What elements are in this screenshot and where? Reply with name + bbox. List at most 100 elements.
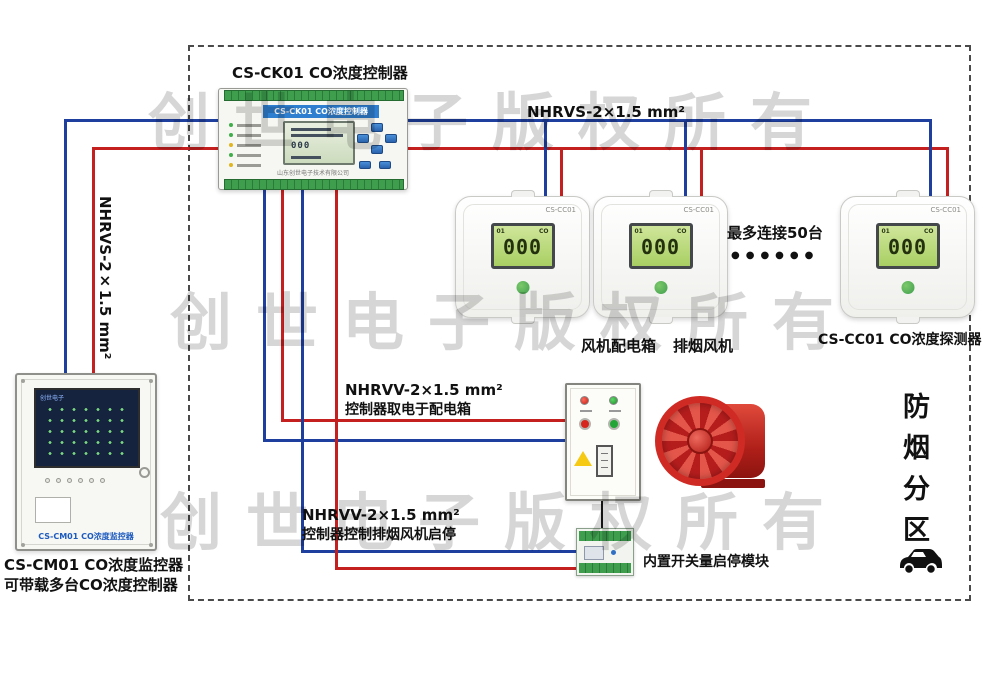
lcd-status-right: CO [538,228,549,235]
detector-model-label: CS-CC01 [930,206,961,214]
brand-logo-icon [516,281,529,294]
control-cable-label-line2: 控制器控制排烟风机启停 [302,527,456,543]
max-connect-label: 最多连接50台 [727,224,823,242]
controller-lcd-value: 000 [291,141,311,151]
wire-red-control-horizontal [335,567,578,570]
lcd-value: 000 [887,235,928,259]
module-terminal-bottom [579,563,631,573]
wire-red-drop-detector-3 [946,147,949,197]
wire-blue-drop-detector-3 [929,119,932,197]
co-detector-2: CS-CC01 01 CO 000 [593,190,728,324]
enter-button [379,161,391,169]
red-indicator-lamp [580,396,589,405]
mount-tab-icon [510,317,535,324]
monitor-caption-line1: CS-CM01 CO浓度监控器 [4,556,184,574]
wire-red-monitor-vertical [92,147,95,377]
wire-red-power-horizontal [281,419,567,422]
box-door [570,388,636,496]
detector-face-panel [463,204,582,310]
up-button [371,123,383,132]
controller-lcd: 000 [283,121,355,165]
down-button [371,145,383,154]
detector-face-panel [848,204,967,310]
module-terminal-top [579,531,631,541]
smoke-exhaust-fan [655,396,770,492]
fan-hub-icon [687,428,713,454]
detector-model-label: CS-CC01 [683,206,714,214]
manufacturer-label: 山东创世电子技术有限公司 [276,170,349,177]
detector-lcd: 01 CO 000 [875,223,940,269]
left-cable-label: NHRVS-2×1.5 mm² [96,196,114,360]
warning-triangle-icon [574,451,592,466]
detector-caption-label: CS-CC01 CO浓度探测器 [818,332,982,348]
wire-black-box-to-module [601,501,603,529]
screw-icon [21,379,25,383]
co-monitor-device: 创世电子 CS-CM01 CO浓度监控器 [15,373,157,551]
lcd-status-left: 01 [634,228,643,235]
wire-blue-monitor-vertical [64,119,67,377]
meter-gauge [596,445,613,477]
wire-red-drop-detector-2 [700,147,703,197]
power-cable-label-line2: 控制器取电于配电箱 [345,402,471,418]
indicator-dot-grid [44,404,130,458]
connect-dots: ●●●●●● [731,250,820,261]
detector-face-panel [601,204,720,310]
co-detector-3: CS-CC01 01 CO 000 [840,190,975,324]
co-controller-device: CS-CK01 CO浓度控制器 000 山东创世电子技术有限公司 [218,88,408,190]
screw-icon [149,379,153,383]
fan-box-label: 风机配电箱 [581,337,657,355]
controller-title-label: CS-CK01 CO浓度控制器 [232,64,408,82]
screen-brand-label: 创世电子 [40,395,65,402]
car-icon [898,546,942,580]
lcd-status-left: 01 [496,228,505,235]
mount-tab-icon [895,317,920,324]
terminal-strip-bottom [224,179,404,190]
exhaust-fan-label: 排烟风机 [673,337,734,355]
green-indicator-lamp [609,396,618,405]
wire-blue-drop-detector-2 [684,119,687,197]
relay-chip [584,546,604,560]
left-button [357,134,369,143]
fan-distribution-box [565,383,641,501]
monitor-frame [21,379,151,545]
lamp-label-bar [609,410,621,412]
screw-icon [21,543,25,547]
stop-pushbutton [579,418,591,430]
brand-logo-icon [901,281,914,294]
lcd-status-left: 01 [881,228,890,235]
wire-blue-monitor-horizontal [64,119,220,122]
wire-red-control-vertical [335,190,338,570]
lcd-status-right: CO [676,228,687,235]
monitor-button-row [45,478,105,483]
detector-lcd: 01 CO 000 [628,223,693,269]
lamp-label-bar [580,410,592,412]
controller-header-label: CS-CK01 CO浓度控制器 [263,105,379,118]
wire-red-power-vertical [281,190,284,422]
wire-blue-power-horizontal [263,439,567,442]
wire-blue-control-horizontal [301,550,578,553]
module-led-icon [611,550,616,555]
detector-model-label: CS-CC01 [545,206,576,214]
monitor-caption-line2: 可带载多台CO浓度控制器 [4,576,178,594]
screw-icon [149,543,153,547]
wire-red-detector-bus [406,147,949,150]
smoke-zone-boundary [188,45,971,601]
mount-tab-icon [648,317,673,324]
buzzer-icon [139,467,150,478]
set-button [359,161,371,169]
lcd-value: 000 [640,235,681,259]
card-slot [35,497,71,523]
zone-label: 防烟分区 [898,392,929,556]
top-cable-label: NHRVS-2×1.5 mm² [527,103,685,121]
start-pushbutton [608,418,620,430]
switch-output-module [576,528,634,576]
detector-lcd: 01 CO 000 [490,223,555,269]
wire-blue-power-vertical [263,190,266,442]
wire-blue-drop-detector-1 [544,119,547,197]
wire-red-monitor-horizontal [92,147,220,150]
wire-red-drop-detector-1 [560,147,563,197]
fan-base [701,479,765,488]
mount-tab-icon [895,190,920,197]
brand-logo-icon [654,281,667,294]
